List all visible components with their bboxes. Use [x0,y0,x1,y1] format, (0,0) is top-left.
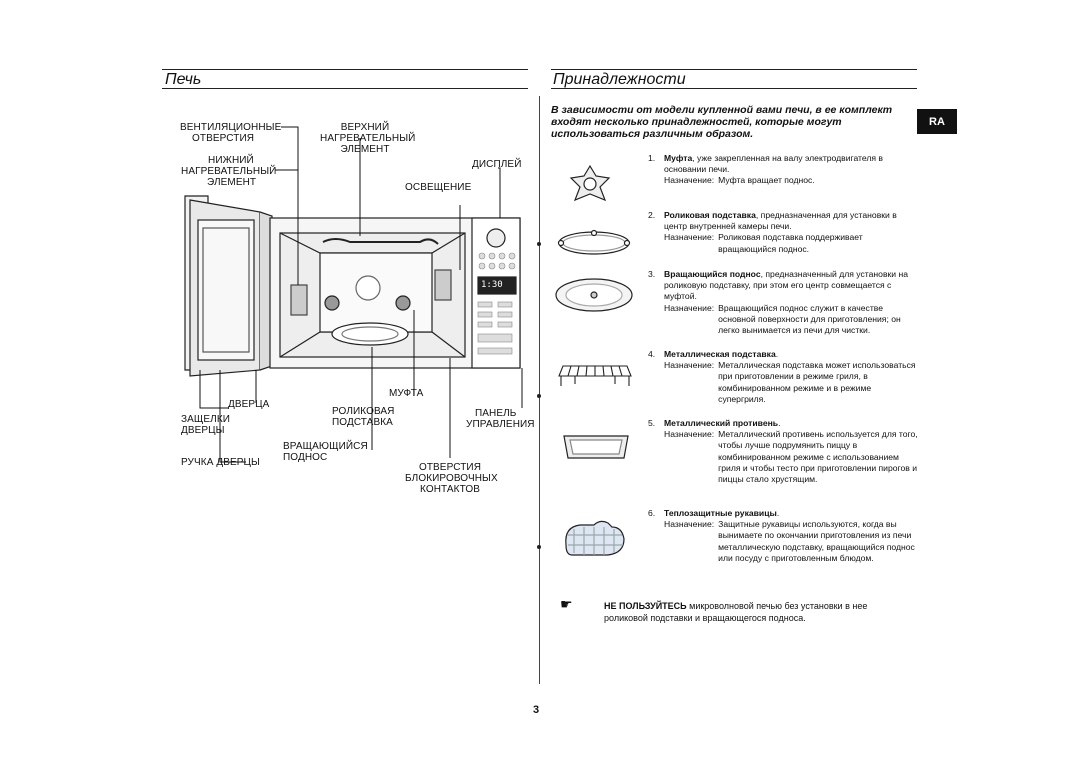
item-dest-key: Назначение: [664,429,715,440]
divider-bullet [537,394,541,398]
right-section-title: Принадлежности [553,71,686,88]
accessory-item-oven-gloves: 6. Теплозащитные рукавицы. Назначение:За… [648,508,918,564]
label-control-panel-line1: ПАНЕЛЬ [475,408,517,419]
item-dest-key: Назначение: [664,232,715,243]
pointing-hand-icon: ☛ [560,596,573,612]
accessory-item-metal-rack: 4. Металлическая подставка. Назначение:М… [648,349,918,405]
turntable-icon [555,278,633,312]
label-door: ДВЕРЦА [228,399,270,410]
language-badge: RA [917,109,957,134]
item-number: 6. [648,508,656,518]
oven-cabinet [269,217,521,369]
label-interlock-line1: ОТВЕРСТИЯ [418,462,482,473]
accessory-item-turntable: 3. Вращающийся поднос, предназначенный д… [648,269,918,336]
accessory-item-crusty-plate: 5. Металлический противень. Назначение:М… [648,418,918,485]
label-light: ОСВЕЩЕНИЕ [405,182,472,193]
right-header-rule-top [551,69,917,70]
item-dest: Защитные рукавицы используются, когда вы… [718,519,915,563]
left-section-title: Печь [165,71,202,88]
item-desc: , предназначенная для установки в центр … [664,210,897,232]
item-name: Металлический противень [664,418,779,428]
label-door-handle: РУЧКА ДВЕРЦЫ [181,457,260,468]
label-coupler: МУФТА [389,388,424,399]
label-interlock-line3: КОНТАКТОВ [420,484,480,495]
item-dest: Роликовая подставка поддерживает вращающ… [718,232,863,254]
item-number: 4. [648,349,656,359]
label-door-latches-line1: ЗАЩЕЛКИ [181,414,231,425]
roller-ring-icon [557,229,631,255]
item-dest: Муфта вращает поднос. [718,175,815,186]
accessory-item-coupler: 1. Муфта, уже закрепленная на валу элект… [648,153,918,187]
label-roller-ring-line1: РОЛИКОВАЯ [332,406,395,417]
warning-text: микроволновой печью без установки в нее … [604,601,868,623]
label-turntable-line1: ВРАЩАЮЩИЙСЯ [283,441,368,452]
oven-door [184,195,273,377]
item-dest: Вращающийся поднос служит в качестве осн… [718,302,901,336]
item-dest-key: Назначение: [664,175,715,186]
item-name: Теплозащитные рукавицы [664,508,777,518]
label-top-heater-line1: ВЕРХНИЙ [340,122,390,133]
label-top-heater-line2: НАГРЕВАТЕЛЬНЫЙ [320,133,416,144]
divider-bullet [537,242,541,246]
label-vent-line1: ВЕНТИЛЯЦИОННЫЕ [180,122,282,133]
right-header-rule-bottom [551,88,917,89]
label-bottom-heater-line3: ЭЛЕМЕНТ [207,177,257,188]
divider-bullet [537,545,541,549]
metal-rack-icon [558,365,632,386]
item-dest-key: Назначение: [664,360,715,371]
item-dest: Металлический противень используется для… [718,429,918,485]
coupler-icon [569,164,611,202]
label-vent-line2: ОТВЕРСТИЯ [192,133,255,144]
crusty-plate-icon [563,435,629,459]
accessory-item-roller-ring: 2. Роликовая подставка, предназначенная … [648,210,918,255]
item-desc: . [778,418,781,428]
item-name: Муфта [664,153,693,163]
item-number: 5. [648,418,656,428]
warning-note: НЕ ПОЛЬЗУЙТЕСЬ микроволновой печью без у… [604,600,904,624]
label-bottom-heater-line2: НАГРЕВАТЕЛЬНЫЙ [181,166,277,177]
item-dest-key: Назначение: [664,302,715,313]
callout-lines [199,126,523,463]
label-roller-ring-line2: ПОДСТАВКА [332,417,393,428]
item-desc: . [776,508,780,518]
page-number: 3 [533,704,540,716]
label-turntable-line2: ПОДНОС [283,452,328,463]
item-dest-key: Назначение: [664,519,715,530]
left-header-rule-bottom [162,88,528,89]
item-name: Вращающийся поднос [664,269,761,279]
item-desc: , уже закрепленная на валу электродвигат… [664,153,883,175]
item-number: 2. [648,210,656,220]
item-desc: , предназначенный для установки на ролик… [664,269,908,302]
label-door-latches-line2: ДВЕРЦЫ [181,425,225,436]
item-number: 1. [648,153,656,163]
label-bottom-heater-line1: НИЖНИЙ [208,155,254,166]
item-desc: . [775,349,779,359]
accessories-intro: В зависимости от модели купленной вами п… [551,104,893,140]
item-dest: Металлическая подставка может использова… [718,360,916,404]
display-readout: 1:30 [481,280,503,290]
label-top-heater-line3: ЭЛЕМЕНТ [340,144,390,155]
label-interlock-line2: БЛОКИРОВОЧНЫХ [405,473,498,484]
item-number: 3. [648,269,656,279]
left-header-rule-top [162,69,528,70]
item-name: Роликовая подставка [664,210,756,220]
page-divider [539,96,540,684]
label-display: ДИСПЛЕЙ [472,159,522,170]
oven-glove-icon [565,520,625,556]
label-control-panel-line2: УПРАВЛЕНИЯ [466,419,535,430]
microwave-oven-illustration [184,126,523,463]
item-name: Металлическая подставка [664,349,776,359]
warning-lead: НЕ ПОЛЬЗУЙТЕСЬ [604,601,687,611]
